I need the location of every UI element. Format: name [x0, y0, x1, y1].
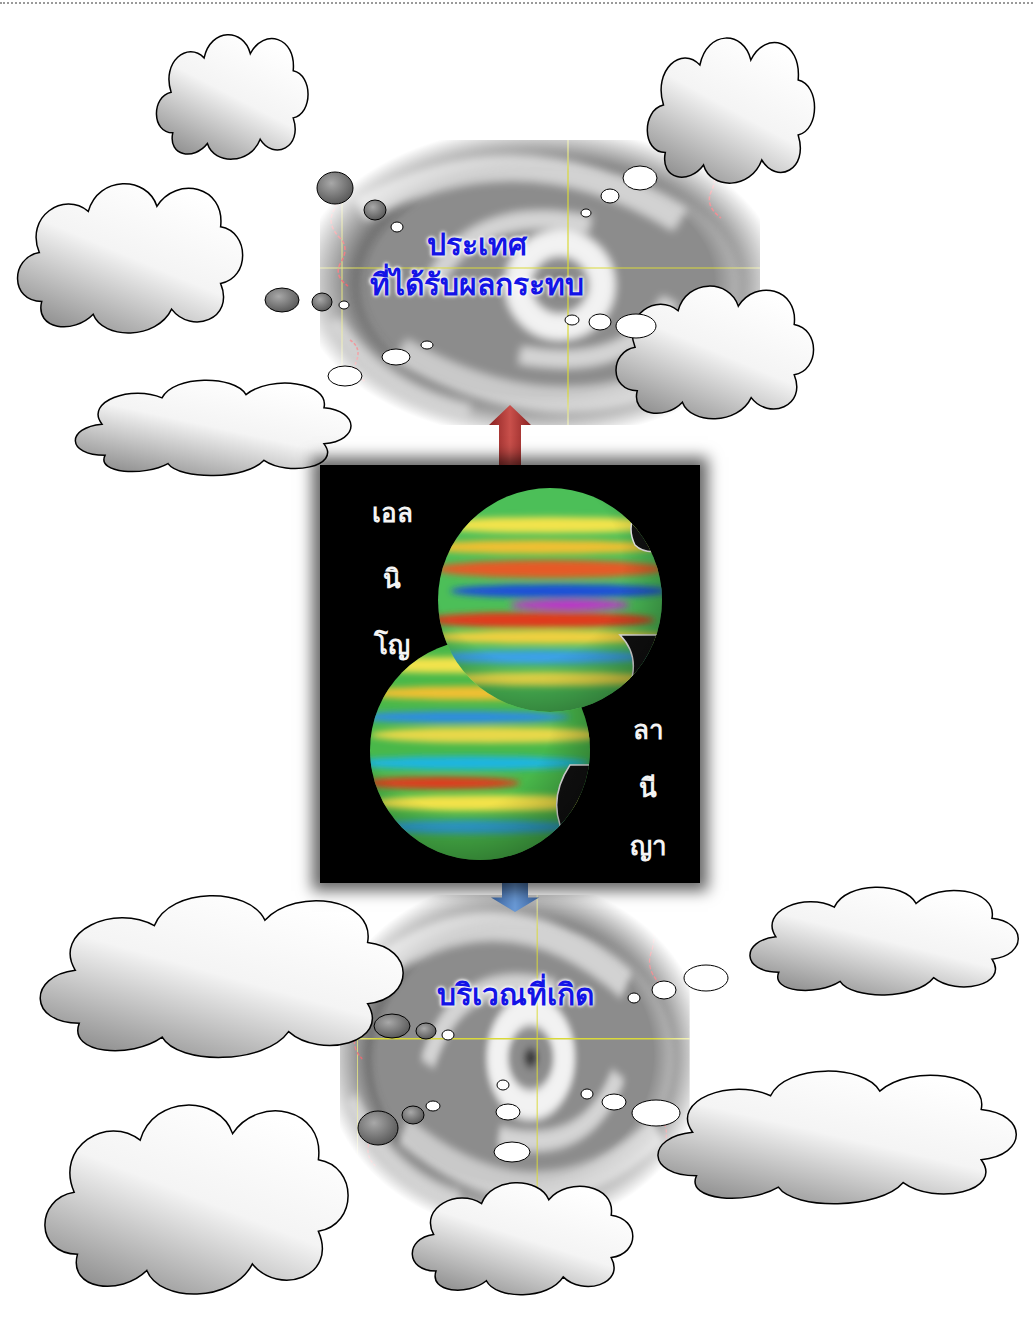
empty-cloud-callout — [156, 35, 308, 159]
thought-dot — [496, 1104, 520, 1120]
rect-shape — [430, 485, 670, 720]
region-heading: บริเวณที่เกิด — [437, 975, 594, 1015]
circle-shape — [438, 488, 662, 712]
vertical-term: เอล นิ โญ — [360, 480, 424, 678]
empty-cloud-callout — [40, 896, 403, 1058]
thought-dot — [628, 993, 640, 1003]
region-heading: ประเทศ ที่ได้รับผลกระทบ — [320, 225, 634, 305]
empty-cloud-callout — [18, 184, 243, 333]
thought-dot — [265, 288, 299, 312]
typhoon-satellite-image — [340, 895, 690, 1215]
thought-dot — [339, 301, 349, 309]
affected-region-image: ประเทศ ที่ได้รับผลกระทบ — [320, 140, 760, 405]
thought-dot — [382, 349, 410, 365]
thought-dot — [426, 1101, 440, 1111]
g-shape — [420, 485, 670, 725]
thought-dot — [616, 314, 656, 338]
empty-cloud-callout — [45, 1105, 348, 1294]
empty-cloud-callout — [75, 380, 351, 475]
empty-cloud-callout — [658, 1071, 1016, 1204]
up-arrow — [489, 405, 531, 465]
thought-dot — [623, 166, 657, 190]
thought-dot — [602, 1094, 626, 1110]
empty-cloud-callout — [647, 38, 814, 183]
thought-dot — [601, 189, 619, 203]
thought-dot — [442, 1030, 454, 1040]
thought-dot — [312, 293, 332, 311]
empty-cloud-callout — [750, 887, 1018, 995]
thought-dot — [652, 981, 676, 999]
thought-dot — [497, 1080, 509, 1090]
thought-dot — [632, 1100, 680, 1126]
vertical-term: ลา นี ญา — [616, 701, 680, 875]
origin-region-image: บริเวณที่เกิด — [340, 912, 690, 1217]
empty-cloud-callout — [412, 1183, 633, 1295]
thought-dot — [684, 965, 728, 991]
thought-dot — [328, 366, 362, 386]
thought-dot — [402, 1106, 424, 1124]
dotted-border — [0, 2, 1033, 4]
thought-dot — [374, 1014, 410, 1038]
empty-cloud-callout — [616, 286, 814, 419]
thought-dot — [581, 209, 591, 217]
thought-dot — [364, 200, 386, 220]
down-arrow — [491, 883, 539, 912]
thought-dot — [581, 1089, 593, 1099]
thought-dot — [416, 1023, 436, 1039]
thought-dot — [565, 315, 579, 325]
thought-dot — [421, 341, 433, 349]
enso-globe-panel: เอล นิ โญลา นี ญา — [320, 465, 700, 883]
thought-dot — [494, 1142, 530, 1162]
thought-dot — [358, 1111, 398, 1145]
thought-dot — [589, 314, 611, 330]
thought-dot — [391, 222, 403, 232]
thought-dot — [317, 172, 353, 204]
